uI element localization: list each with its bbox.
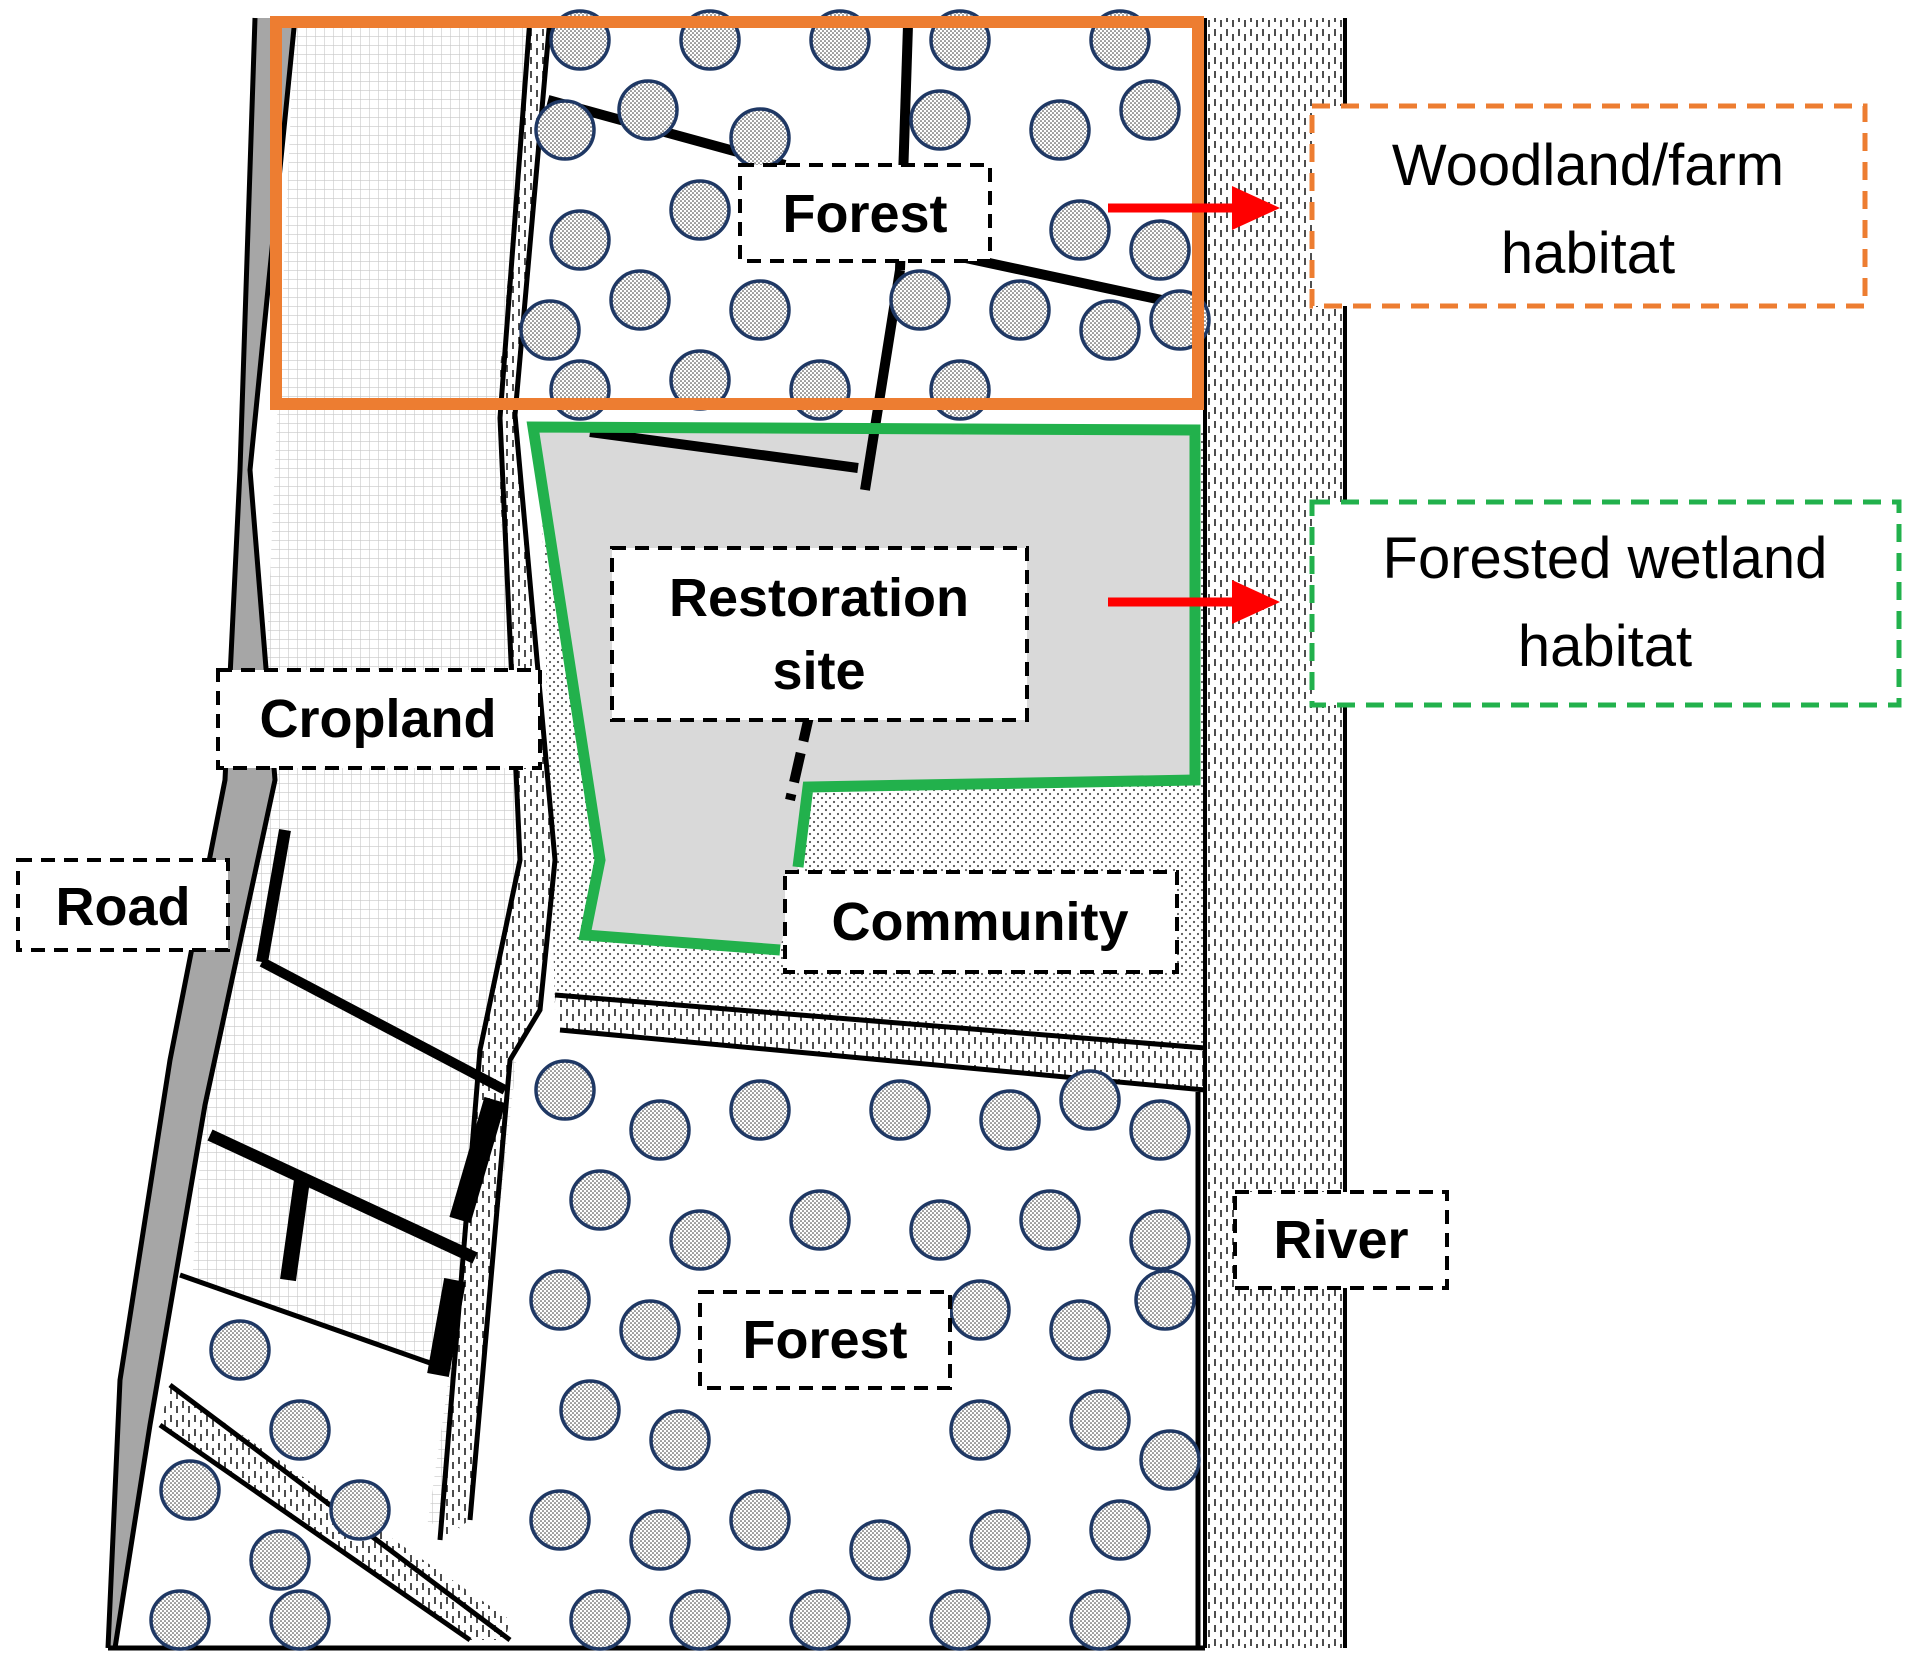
tree-icon: [619, 1299, 681, 1361]
svg-text:habitat: habitat: [1501, 221, 1675, 286]
tree-icon: [1069, 1389, 1131, 1451]
tree-icon: [269, 1399, 331, 1461]
svg-text:Woodland/farm: Woodland/farm: [1392, 133, 1784, 198]
path-strip-upper: [440, 18, 555, 1540]
woodland-farm-boundary: [270, 16, 1204, 410]
tree-icon: [1019, 1189, 1081, 1251]
tree-icon: [1119, 79, 1181, 141]
svg-text:Community: Community: [832, 892, 1129, 952]
tree-icon: [729, 1489, 791, 1551]
tree-icon: [329, 1479, 391, 1541]
label-forest-bottom: Forest: [698, 1290, 952, 1390]
tree-icon: [617, 79, 679, 141]
tree-icon: [729, 107, 791, 169]
tree-icon: [949, 1399, 1011, 1461]
svg-text:Forested wetland: Forested wetland: [1383, 526, 1828, 591]
tree-icon: [159, 1459, 221, 1521]
svg-text:Forest: Forest: [742, 1310, 907, 1370]
tree-icon: [559, 1379, 621, 1441]
label-river: River: [1233, 1190, 1449, 1290]
forest-trees: [149, 9, 1211, 1651]
tree-icon: [669, 1209, 731, 1271]
tree-icon: [534, 99, 596, 161]
habitat-forested-wetland: Forested wetland habitat: [1309, 499, 1902, 708]
svg-text:River: River: [1273, 1210, 1408, 1270]
tree-icon: [1029, 99, 1091, 161]
tree-icon: [149, 1589, 211, 1651]
tree-icon: [889, 269, 951, 331]
cropland-area: [180, 18, 530, 1530]
tree-icon: [519, 299, 581, 361]
tree-icon: [989, 279, 1051, 341]
tree-icon: [949, 1279, 1011, 1341]
tree-icon: [979, 1089, 1041, 1151]
tree-icon: [789, 1189, 851, 1251]
svg-text:Road: Road: [56, 877, 191, 937]
label-road: Road: [16, 858, 230, 952]
tree-icon: [849, 1519, 911, 1581]
tree-icon: [669, 1589, 731, 1651]
svg-text:Forest: Forest: [782, 184, 947, 244]
tree-icon: [549, 209, 611, 271]
road-area: [108, 18, 295, 1648]
tree-icon: [269, 1589, 331, 1651]
tree-icon: [789, 1589, 851, 1651]
tree-icon: [1129, 1209, 1191, 1271]
tree-icon: [249, 1529, 311, 1591]
tree-icon: [1059, 1069, 1121, 1131]
tree-icon: [529, 1269, 591, 1331]
tree-icon: [569, 1589, 631, 1651]
tree-icon: [929, 359, 991, 421]
label-community: Community: [783, 870, 1179, 974]
path-strip-middle: [555, 995, 1205, 1090]
tree-icon: [909, 89, 971, 151]
tree-icon: [629, 1509, 691, 1571]
tree-icon: [1089, 1499, 1151, 1561]
tree-icon: [1079, 299, 1141, 361]
arrow-woodland: [1108, 186, 1280, 230]
tree-icon: [569, 1169, 631, 1231]
tree-icon: [1049, 199, 1111, 261]
tree-icon: [1069, 1589, 1131, 1651]
svg-text:Cropland: Cropland: [260, 689, 497, 749]
tree-icon: [1139, 1429, 1201, 1491]
forested-wetland-boundary: [526, 421, 1201, 956]
tree-icon: [969, 1509, 1031, 1571]
road-edge-right: [112, 17, 298, 1649]
svg-text:habitat: habitat: [1518, 614, 1692, 679]
tree-icon: [1129, 1099, 1191, 1161]
tree-icon: [529, 1489, 591, 1551]
label-forest-top: Forest: [738, 163, 992, 263]
tree-icon: [534, 1059, 596, 1121]
tree-icon: [1129, 219, 1191, 281]
tree-icon: [909, 1199, 971, 1261]
tree-icon: [869, 1079, 931, 1141]
svg-text:Restoration: Restoration: [669, 568, 969, 628]
tree-icon: [609, 269, 671, 331]
arrow-wetland: [1108, 580, 1280, 624]
tree-icon: [549, 359, 611, 421]
tree-icon: [729, 1079, 791, 1141]
tree-icon: [1049, 1299, 1111, 1361]
tree-icon: [629, 1099, 691, 1161]
tree-icon: [789, 359, 851, 421]
svg-text:site: site: [772, 641, 865, 701]
label-cropland: Cropland: [216, 668, 542, 770]
tree-icon: [729, 279, 791, 341]
tree-icon: [649, 1409, 711, 1471]
habitat-woodland-farm: Woodland/farm habitat: [1309, 103, 1868, 309]
tree-icon: [669, 179, 731, 241]
tree-icon: [209, 1319, 271, 1381]
tree-icon: [1134, 1269, 1196, 1331]
tree-icon: [929, 1589, 991, 1651]
label-restoration-site: Restoration site: [610, 546, 1029, 722]
